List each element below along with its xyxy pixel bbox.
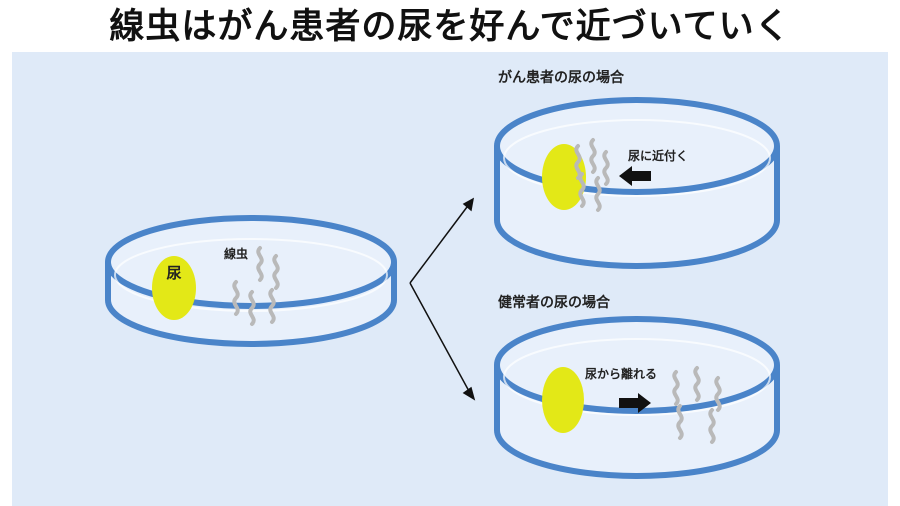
left-urine-label: 尿 — [166, 264, 181, 282]
left-worm-label: 線虫 — [224, 246, 248, 261]
bottom-urine-drop — [542, 367, 584, 433]
left-arrow-icon — [619, 166, 651, 186]
branch-arrows — [409, 197, 476, 401]
left-urine-drop — [152, 256, 196, 320]
top-right-petri-dish — [494, 97, 780, 269]
bottom-action-label: 尿から離れる — [585, 366, 657, 381]
top-urine-drop — [542, 144, 586, 210]
top-action-label: 尿に近付く — [628, 148, 688, 163]
bottom-right-heading: 健常者の尿の場合 — [498, 294, 611, 311]
right-arrow-icon — [619, 393, 651, 413]
bottom-right-petri-dish — [494, 316, 780, 479]
page-title: 線虫はがん患者の尿を好んで近づいていく — [109, 7, 791, 47]
top-right-heading: がん患者の尿の場合 — [498, 69, 625, 86]
